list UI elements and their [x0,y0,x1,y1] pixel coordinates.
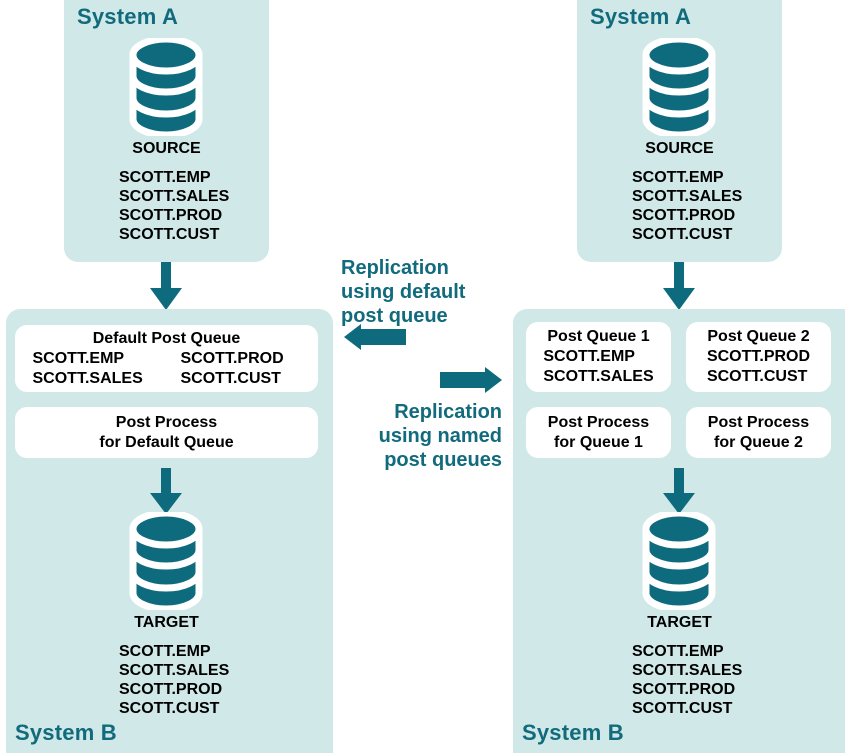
left-source-database-icon [126,35,206,139]
right-arrow-a-to-b-icon [663,262,695,310]
table-list-item: SCOTT.EMP [632,169,724,186]
panel-left-system-a-title: System A [77,4,179,29]
right-post-process-2-line-2: for Queue 2 [714,433,803,451]
table-list-item: SCOTT.EMP [32,349,125,367]
table-list-item: SCOTT.SALES [119,188,230,205]
table-list-item: SCOTT.CUST [180,369,281,387]
table-list-item: SCOTT.PROD [180,349,284,367]
left-default-post-queue-col-2: SCOTT.PROD SCOTT.CUST [181,349,301,389]
center-bottom-label-line-1: Replication [394,401,502,423]
right-target-database-icon [639,509,719,613]
table-list-item: SCOTT.EMP [119,169,211,186]
left-source-table-list: SCOTT.EMP SCOTT.SALES SCOTT.PROD SCOTT.C… [119,168,229,244]
table-list-item: SCOTT.PROD [706,348,811,365]
table-list-item: SCOTT.EMP [632,643,724,660]
table-list-item: SCOTT.SALES [543,368,654,385]
right-target-caption: TARGET [647,614,712,631]
right-post-queue-1-box: Post Queue 1 SCOTT.EMP SCOTT.SALES [526,322,671,392]
table-list-item: SCOTT.CUST [632,700,733,717]
left-default-post-queue-col-1: SCOTT.EMP SCOTT.SALES [33,349,181,389]
table-list-item: SCOTT.CUST [119,226,220,243]
panel-left-system-b-title: System B [15,720,117,745]
table-list-item: SCOTT.SALES [32,369,143,387]
right-arrow-process-to-target-icon [663,468,695,514]
center-arrow-left-icon [344,324,406,350]
table-list-item: SCOTT.PROD [632,207,736,224]
right-post-process-2-line-1: Post Process [707,413,810,431]
table-list-item: SCOTT.PROD [119,207,223,224]
left-default-post-queue-columns: SCOTT.EMP SCOTT.SALES SCOTT.PROD SCOTT.C… [33,349,301,389]
table-list-item: SCOTT.SALES [632,662,743,679]
center-top-label-line-3: post queue [341,305,448,327]
right-post-queue-1-table-list: SCOTT.EMP SCOTT.SALES [543,347,653,387]
center-top-label-line-2: using default [341,281,466,303]
table-list-item: SCOTT.CUST [706,368,808,385]
left-target-caption: TARGET [134,614,199,631]
center-arrow-right-icon [440,367,502,393]
left-default-post-queue-box: Default Post Queue SCOTT.EMP SCOTT.SALES… [15,325,318,392]
table-list-item: SCOTT.CUST [119,700,220,717]
left-arrow-a-to-b-icon [150,262,182,310]
left-target-table-list: SCOTT.EMP SCOTT.SALES SCOTT.PROD SCOTT.C… [119,642,229,718]
right-post-queue-2-title: Post Queue 2 [707,328,810,345]
right-post-queue-2-table-list: SCOTT.PROD SCOTT.CUST [707,347,810,387]
right-source-database-icon [639,35,719,139]
table-list-item: SCOTT.CUST [632,226,733,243]
center-bottom-label-line-2: using named [378,425,502,447]
right-target-table-list: SCOTT.EMP SCOTT.SALES SCOTT.PROD SCOTT.C… [632,642,742,718]
panel-right-system-b-title: System B [522,720,624,745]
table-list-item: SCOTT.PROD [119,681,223,698]
left-target-database-icon [126,509,206,613]
center-bottom-label: Replication using named post queues [341,400,502,472]
center-top-label-line-1: Replication [341,257,449,279]
table-list-item: SCOTT.EMP [119,643,211,660]
center-top-label: Replication using default post queue [341,256,465,328]
panel-right-system-a-title: System A [590,4,692,29]
right-source-table-list: SCOTT.EMP SCOTT.SALES SCOTT.PROD SCOTT.C… [632,168,742,244]
right-source-caption: SOURCE [645,140,714,157]
left-post-process-line-2: for Default Queue [99,433,234,451]
left-source-caption: SOURCE [132,140,201,157]
left-post-process-box: Post Process for Default Queue [15,407,318,458]
right-post-queue-2-box: Post Queue 2 SCOTT.PROD SCOTT.CUST [686,322,831,392]
table-list-item: SCOTT.SALES [632,188,743,205]
table-list-item: SCOTT.PROD [632,681,736,698]
right-post-process-1-box: Post Process for Queue 1 [526,407,671,458]
table-list-item: SCOTT.SALES [119,662,230,679]
left-default-post-queue-title: Default Post Queue [92,329,241,347]
center-bottom-label-line-3: post queues [384,449,502,471]
left-arrow-process-to-target-icon [150,468,182,514]
right-post-process-1-line-1: Post Process [547,413,650,431]
left-post-process-line-1: Post Process [115,413,218,431]
right-post-process-2-box: Post Process for Queue 2 [686,407,831,458]
right-post-process-1-line-2: for Queue 1 [554,433,643,451]
right-post-queue-1-title: Post Queue 1 [547,328,650,345]
table-list-item: SCOTT.EMP [543,348,635,365]
